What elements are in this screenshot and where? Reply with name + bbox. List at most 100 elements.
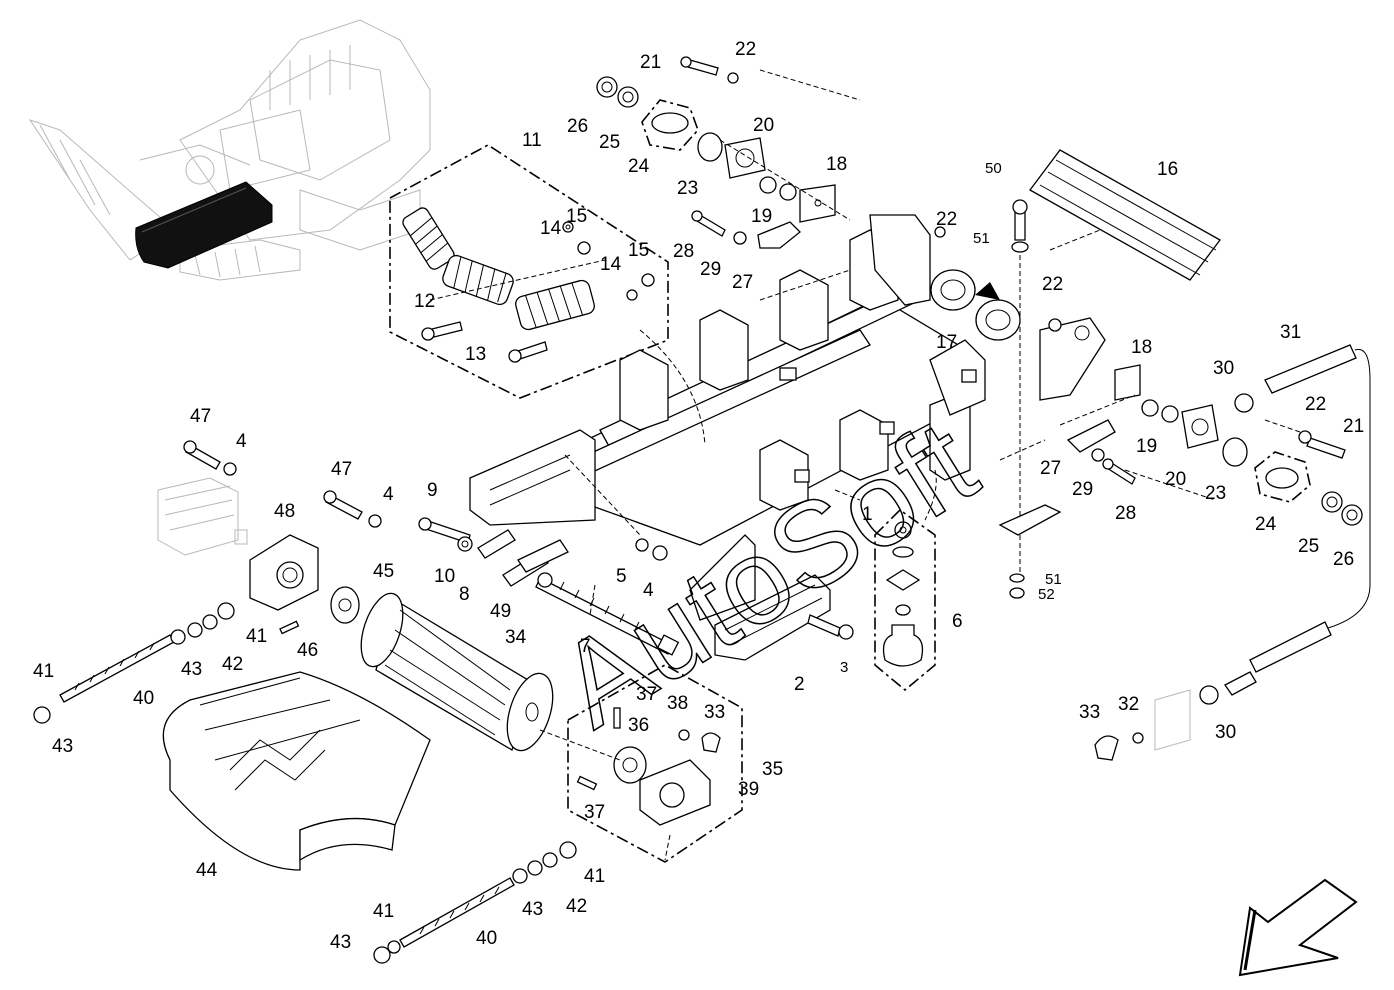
callout-19: 19: [751, 206, 772, 227]
callout-30: 30: [1215, 722, 1236, 743]
bearing-assembly: [567, 664, 743, 863]
callout-10: 10: [434, 566, 455, 587]
machine-thumbnail: [28, 19, 431, 281]
callout-43: 43: [52, 736, 73, 757]
callout-40: 40: [133, 688, 154, 709]
callout-22: 22: [1305, 394, 1326, 415]
callout-4: 4: [643, 580, 654, 601]
callout-11: 11: [522, 130, 542, 151]
key-46: [279, 620, 300, 635]
callout-45: 45: [373, 561, 394, 582]
callout-42: 42: [566, 896, 587, 917]
callout-12: 12: [414, 291, 435, 312]
callout-37: 37: [636, 684, 657, 705]
callout-22: 22: [735, 39, 756, 60]
drive-drum: [360, 592, 554, 752]
idler-roller-assembly: [389, 144, 669, 399]
callout-26: 26: [567, 116, 588, 137]
callout-14: 14: [600, 254, 622, 275]
bolt-13: [508, 341, 548, 363]
callout-18: 18: [1131, 337, 1152, 358]
leader-lines: [429, 69, 1301, 861]
main-frame: [469, 214, 986, 621]
belt-cover: [714, 574, 831, 661]
callout-18: 18: [826, 154, 847, 175]
hydraulic-hose: [1094, 344, 1371, 761]
callout-24: 24: [628, 156, 650, 177]
callout-47: 47: [190, 406, 211, 427]
bolt-3: [807, 614, 854, 640]
scraper-bar-16: [1029, 149, 1221, 281]
callout-20: 20: [753, 115, 774, 136]
callout-23: 23: [677, 178, 698, 199]
callout-48: 48: [274, 501, 295, 522]
take-up-rod-upper: [33, 602, 235, 724]
callout-31: 31: [1280, 322, 1301, 343]
callout-23: 23: [1205, 483, 1226, 504]
callout-15: 15: [628, 240, 649, 261]
callout-38: 38: [667, 693, 688, 714]
callout-1: 1: [862, 504, 873, 525]
callout-34: 34: [505, 627, 527, 648]
callout-40: 40: [476, 928, 497, 949]
bolt-12: [421, 321, 463, 341]
callout-47: 47: [331, 459, 352, 480]
callout-41: 41: [33, 661, 54, 682]
seal-17: [930, 269, 1021, 341]
callout-33: 33: [1079, 702, 1100, 723]
callout-26: 26: [1333, 549, 1354, 570]
lower-bearing-group: [1039, 317, 1363, 526]
callout-41: 41: [373, 901, 394, 922]
callout-24: 24: [1255, 514, 1277, 535]
rubber-mount-assembly: [874, 508, 936, 692]
callout-22: 22: [1042, 274, 1063, 295]
callout-2: 2: [794, 674, 805, 695]
callout-27: 27: [732, 272, 753, 293]
callout-8: 8: [459, 584, 470, 605]
bolt-47-lower: [323, 490, 363, 520]
callout-13: 13: [465, 344, 486, 365]
callout-14: 14: [540, 218, 562, 239]
callout-35: 35: [762, 759, 783, 780]
callout-7: 7: [580, 636, 591, 657]
callout-52: 52: [1038, 586, 1055, 603]
callout-21: 21: [1343, 416, 1364, 437]
callout-22: 22: [936, 209, 957, 230]
bearing-housing-48: [249, 534, 319, 611]
callout-43: 43: [330, 932, 351, 953]
callout-50: 50: [985, 160, 1002, 177]
callout-4: 4: [236, 431, 247, 452]
callout-37: 37: [584, 802, 605, 823]
callout-labels: 1 2 3 4 4 4 5 6 7 8 9 10 11 12 13 14 14 …: [33, 39, 1364, 953]
callout-15: 15: [566, 206, 587, 227]
callout-20: 20: [1165, 469, 1186, 490]
callout-21: 21: [640, 52, 661, 73]
callout-4: 4: [383, 484, 394, 505]
upper-bearing-group: [596, 56, 946, 249]
callout-51: 51: [1045, 571, 1062, 588]
hydraulic-motor: [157, 477, 248, 556]
callout-17: 17: [936, 332, 957, 353]
callout-5: 5: [616, 566, 627, 587]
callout-43: 43: [181, 659, 202, 680]
callout-33: 33: [704, 702, 725, 723]
take-up-rod-lower: [373, 841, 577, 964]
callout-49: 49: [490, 601, 511, 622]
drive-flange-45: [330, 586, 360, 624]
callout-25: 25: [599, 132, 620, 153]
callout-28: 28: [1115, 503, 1136, 524]
conveyor-belt: [162, 671, 431, 871]
callout-43: 43: [522, 899, 543, 920]
tensioner-spindle: [535, 572, 680, 656]
bolt-50: [1011, 199, 1029, 253]
callout-29: 29: [700, 259, 721, 280]
callout-39: 39: [738, 779, 759, 800]
callout-28: 28: [673, 241, 694, 262]
callout-51: 51: [973, 230, 990, 247]
callout-9: 9: [427, 480, 438, 501]
orientation-arrow-icon: [1238, 878, 1358, 977]
callout-25: 25: [1298, 536, 1319, 557]
tension-plates: [477, 529, 569, 587]
